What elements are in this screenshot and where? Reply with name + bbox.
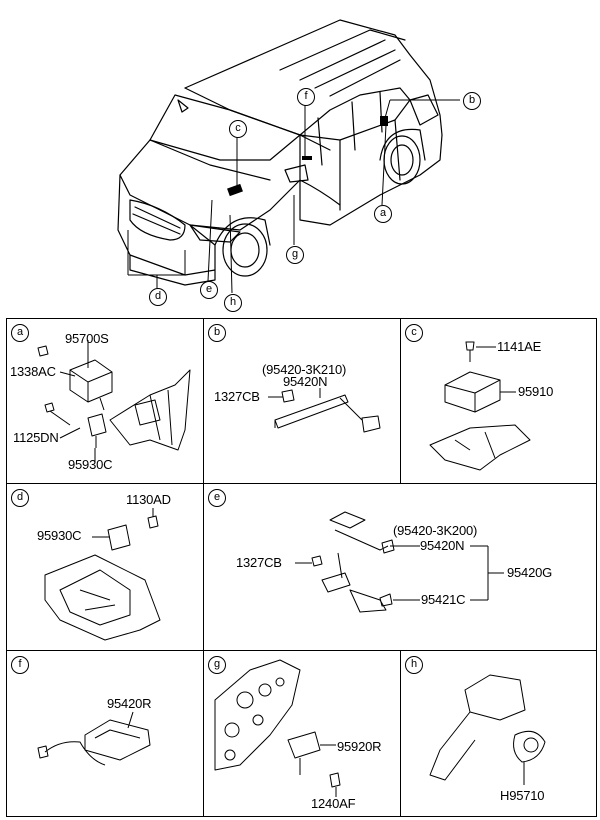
callout-g: g — [286, 246, 304, 264]
panel-tag-a: a — [11, 324, 29, 342]
part-number: 1327CB — [214, 389, 260, 404]
callout-f: f — [297, 88, 315, 106]
part-number: 1327CB — [236, 555, 282, 570]
part-number: 95930C — [68, 457, 113, 472]
part-number: H95710 — [500, 788, 545, 803]
part-number: 1338AC — [10, 364, 56, 379]
part-number: 95420G — [507, 565, 553, 580]
part-number: (95420-3K200) — [393, 523, 478, 538]
part-number: 1130AD — [126, 492, 171, 507]
vehicle-illustration — [117, 19, 460, 294]
part-number: 95920R — [337, 739, 382, 754]
panel-tag-f: f — [11, 656, 29, 674]
callout-h: h — [224, 294, 242, 312]
part-number: 95420N — [420, 538, 465, 553]
callout-d: d — [149, 288, 167, 306]
panel-tag-h: h — [405, 656, 423, 674]
part-number: 95700S — [65, 331, 109, 346]
part-number: 95420R — [107, 696, 152, 711]
panel-tag-c: c — [405, 324, 423, 342]
panel-tag-e: e — [208, 489, 226, 507]
callout-a: a — [374, 205, 392, 223]
part-number: 95420N — [283, 374, 328, 389]
callout-b: b — [463, 92, 481, 110]
part-number: (95420-3K210) — [262, 362, 347, 377]
part-number: 1141AE — [497, 339, 542, 354]
panel-tag-b: b — [208, 324, 226, 342]
part-number: 95910 — [518, 384, 554, 399]
panel-tag-d: d — [11, 489, 29, 507]
callout-e: e — [200, 281, 218, 299]
part-number: 95930C — [37, 528, 82, 543]
callout-c: c — [229, 120, 247, 138]
part-number: 1240AF — [311, 796, 356, 811]
panel-tag-g: g — [208, 656, 226, 674]
part-number: 1125DN — [13, 430, 59, 445]
part-number: 95421C — [421, 592, 466, 607]
